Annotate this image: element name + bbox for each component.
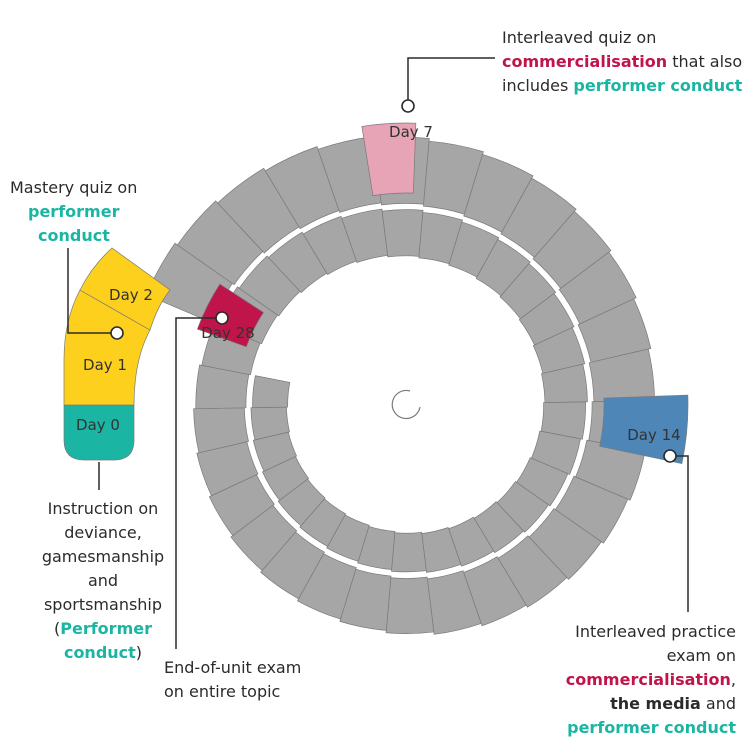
- instr-teal2: conduct: [63, 643, 136, 662]
- end-exam-note: End-of-unit exam on entire topic: [164, 656, 324, 704]
- spiral-tile: [385, 576, 435, 634]
- instr-line4: and: [87, 571, 119, 590]
- spiral-tile: [391, 531, 427, 573]
- day14-label: Day 14: [627, 426, 680, 444]
- exam-connector: [175, 317, 222, 649]
- mastery-line1: Mastery quiz on: [10, 178, 138, 197]
- day2-tile: [79, 247, 171, 331]
- spiral-tile: [252, 375, 291, 409]
- day2-label: Day 2: [109, 286, 153, 304]
- quiz-connector: [407, 57, 495, 106]
- instr-line2: deviance,: [64, 523, 142, 542]
- instr-open-paren: (: [54, 619, 61, 638]
- quiz-mid: that also: [667, 52, 743, 71]
- practice-dark: the media: [610, 694, 701, 713]
- instr-line3: gamesmanship: [41, 547, 165, 566]
- quiz-crimson: commercialisation: [502, 52, 668, 71]
- practice-line2: exam on: [666, 646, 736, 665]
- instr-line5: sportsmanship: [43, 595, 163, 614]
- day1-marker: [110, 326, 124, 340]
- quiz-line1: Interleaved quiz on: [502, 28, 657, 47]
- day1-label: Day 1: [83, 356, 127, 374]
- day7-label: Day 7: [389, 123, 433, 141]
- practice-exam-note: Interleaved practice exam on commerciali…: [536, 620, 736, 740]
- day28-label: Day 28: [201, 324, 254, 342]
- practice-connector: [670, 455, 689, 612]
- practice-comma: ,: [730, 670, 736, 689]
- practice-and: and: [700, 694, 736, 713]
- day28-marker: [215, 311, 229, 325]
- exam-line2: on entire topic: [164, 682, 281, 701]
- quiz-teal: performer conduct: [573, 76, 743, 95]
- day14-tile: [599, 394, 689, 465]
- spiral-tile: [381, 209, 424, 258]
- instr-line1: Instruction on: [47, 499, 159, 518]
- exam-line1: End-of-unit exam: [164, 658, 302, 677]
- quiz-line3a: includes: [502, 76, 574, 95]
- day28-tile: [196, 283, 264, 348]
- spiral-tiles: [145, 136, 655, 635]
- day0-label: Day 0: [76, 416, 120, 434]
- mastery-connector: [67, 248, 117, 334]
- day-labels: Day 0 Day 1 Day 2 Day 7 Day 14 Day 28: [76, 123, 681, 444]
- day14-marker: [663, 449, 677, 463]
- connector-lines: [67, 57, 689, 649]
- mastery-teal2: conduct: [38, 226, 110, 245]
- practice-teal: performer conduct: [567, 718, 736, 737]
- instr-close-paren: ): [135, 643, 143, 662]
- instr-teal1: Performer: [60, 619, 152, 638]
- spiral-tail: [63, 247, 171, 461]
- day0-tile: [63, 404, 135, 461]
- practice-line1: Interleaved practice: [575, 622, 736, 641]
- day7-marker: [401, 99, 415, 113]
- spiral-center: [391, 389, 421, 420]
- mastery-teal1: performer: [28, 202, 120, 221]
- practice-crimson: commercialisation: [565, 670, 731, 689]
- instruction-note: Instruction on deviance, gamesmanship an…: [28, 497, 178, 665]
- day7-tile: [361, 122, 417, 197]
- mastery-quiz-note: Mastery quiz on performer conduct: [10, 176, 170, 248]
- interleaved-quiz-note: Interleaved quiz on commercialisation th…: [502, 26, 747, 98]
- day-tiles: [63, 122, 689, 465]
